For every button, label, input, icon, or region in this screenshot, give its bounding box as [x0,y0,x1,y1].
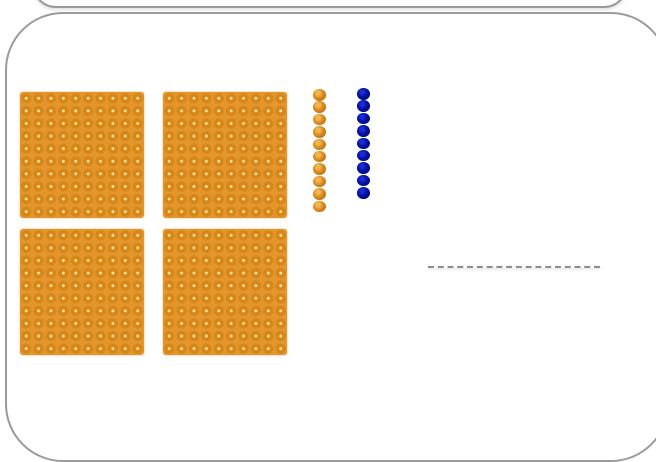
ten-rod-orange [313,89,327,213]
bead [313,101,326,113]
bead [357,125,370,137]
bead [313,126,326,138]
top-panel [32,0,628,8]
bead [357,187,370,199]
bead [313,163,326,175]
bead [313,114,326,126]
bead [313,151,326,163]
bead [313,89,326,101]
hundred-square [163,92,287,218]
bead [357,88,370,100]
ten-rod-blue [357,88,371,200]
bead [357,162,370,174]
bead [357,150,370,162]
hundred-square [20,92,144,218]
bead [313,188,326,200]
bead [357,113,370,125]
hundred-square [20,229,144,355]
answer-blank-line[interactable] [428,266,600,268]
hundred-square [163,229,287,355]
bead [313,139,326,151]
bead [357,100,370,112]
bead [357,138,370,150]
bead [313,201,326,213]
bead [357,175,370,187]
bead [313,176,326,188]
